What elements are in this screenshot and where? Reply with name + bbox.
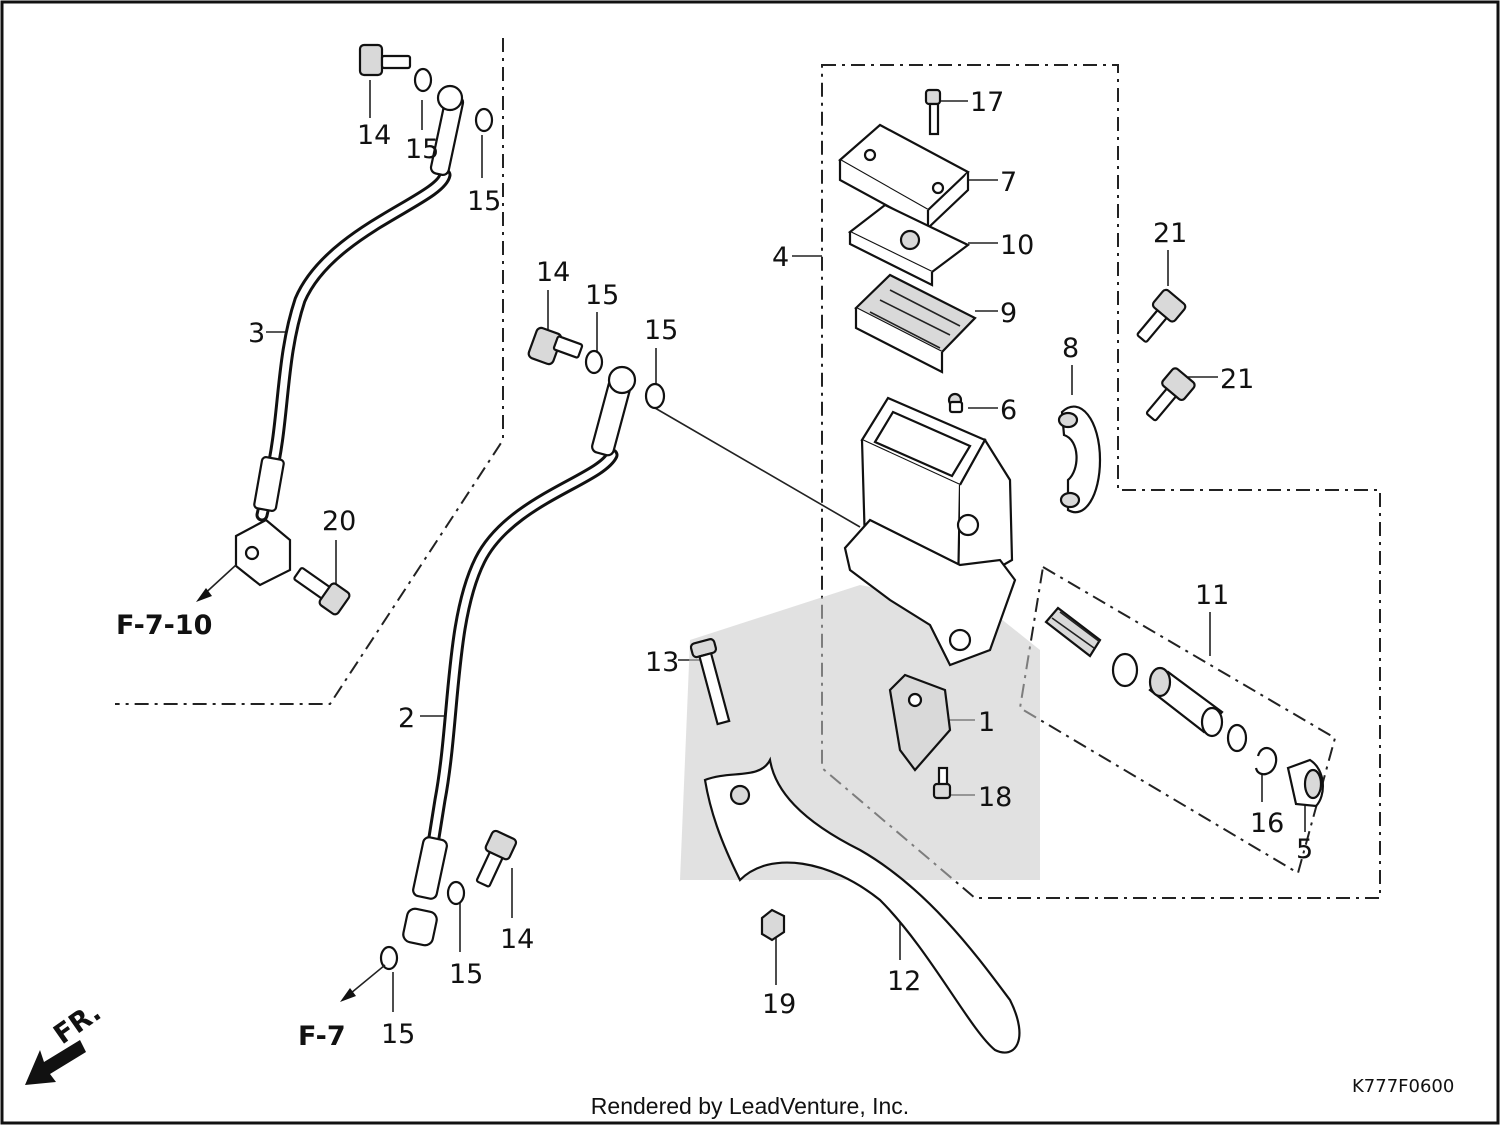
callout-15: 15 bbox=[449, 959, 483, 990]
arrow-to-f-7 bbox=[340, 964, 386, 1002]
callout-11: 11 bbox=[1195, 580, 1229, 611]
banjo-bolt-14-middle bbox=[527, 326, 584, 366]
clamp-bolt-21-upper bbox=[1136, 288, 1187, 343]
handlebar-clamp-8 bbox=[1057, 405, 1102, 514]
sealing-washer-15-b bbox=[474, 107, 494, 133]
piston-cup bbox=[1226, 723, 1248, 753]
callout-17: 17 bbox=[970, 87, 1004, 118]
ref-f-7[interactable]: F-7 bbox=[298, 1021, 346, 1052]
piston-kit-group-outline bbox=[1018, 565, 1337, 875]
callout-21: 21 bbox=[1153, 218, 1187, 249]
diaphragm-9 bbox=[854, 273, 977, 374]
callout-15: 15 bbox=[381, 1019, 415, 1050]
callout-5: 5 bbox=[1296, 834, 1313, 865]
sealing-washer-15-e bbox=[446, 880, 466, 906]
hose-group-outline bbox=[115, 38, 504, 705]
callout-20: 20 bbox=[322, 506, 356, 537]
switch-screw-18 bbox=[932, 766, 952, 800]
lever-nut-19 bbox=[760, 908, 786, 942]
bolt-20 bbox=[293, 567, 351, 616]
callout-15: 15 bbox=[585, 280, 619, 311]
reservoir-cap-7 bbox=[838, 123, 970, 230]
callout-15: 15 bbox=[644, 315, 678, 346]
sealing-washer-15-c bbox=[584, 349, 604, 375]
callout-10: 10 bbox=[1000, 230, 1034, 261]
ref-f-7-10[interactable]: F-7-10 bbox=[116, 610, 212, 641]
callout-6: 6 bbox=[1000, 395, 1017, 426]
sealing-washer-15-a bbox=[413, 67, 433, 93]
piston-kit-11 bbox=[1044, 606, 1248, 753]
brake-lever-12 bbox=[703, 756, 1021, 1054]
callout-18: 18 bbox=[978, 782, 1012, 813]
front-stop-switch-1 bbox=[888, 673, 952, 772]
callout-13: 13 bbox=[645, 647, 679, 678]
brake-hose-3 bbox=[234, 84, 465, 587]
sight-glass-6 bbox=[947, 392, 964, 414]
render-credit: Rendered by LeadVenture, Inc. bbox=[591, 1093, 909, 1119]
callout-15: 15 bbox=[467, 186, 501, 217]
snap-ring-16 bbox=[1254, 746, 1278, 776]
banjo-bolt-14-upper-left bbox=[358, 43, 412, 77]
diaphragm-plate-10 bbox=[847, 203, 971, 287]
callout-12: 12 bbox=[887, 966, 921, 997]
callout-8: 8 bbox=[1062, 333, 1079, 364]
callout-labels: 14 15 15 3 20 14 15 15 2 14 15 15 17 7 1… bbox=[248, 87, 1313, 1050]
callout-21: 21 bbox=[1220, 364, 1254, 395]
master-cylinder-body bbox=[843, 396, 1017, 667]
pivot-bolt-13 bbox=[689, 638, 731, 726]
callout-14: 14 bbox=[357, 120, 391, 151]
callout-1: 1 bbox=[978, 707, 995, 738]
callout-14: 14 bbox=[500, 924, 534, 955]
callout-15: 15 bbox=[405, 134, 439, 165]
screw-17 bbox=[924, 88, 942, 136]
sealing-washer-15-f bbox=[379, 945, 399, 971]
callout-9: 9 bbox=[1000, 298, 1017, 329]
sealing-washer-15-d bbox=[644, 382, 666, 410]
callout-7: 7 bbox=[1000, 167, 1017, 198]
callout-4: 4 bbox=[772, 242, 789, 273]
banjo-bolt-14-lower bbox=[475, 829, 518, 888]
callout-14: 14 bbox=[536, 257, 570, 288]
callout-16: 16 bbox=[1250, 808, 1284, 839]
clamp-bolt-21-lower bbox=[1145, 367, 1196, 422]
arrow-to-f-7-10 bbox=[196, 564, 237, 602]
front-direction-arrow bbox=[25, 1040, 86, 1085]
callout-2: 2 bbox=[398, 703, 415, 734]
diagram-code: K777F0600 bbox=[1352, 1076, 1454, 1097]
dust-boot-5 bbox=[1286, 758, 1324, 808]
callout-19: 19 bbox=[762, 989, 796, 1020]
brake-hose-2 bbox=[402, 365, 637, 947]
callout-3: 3 bbox=[248, 318, 265, 349]
